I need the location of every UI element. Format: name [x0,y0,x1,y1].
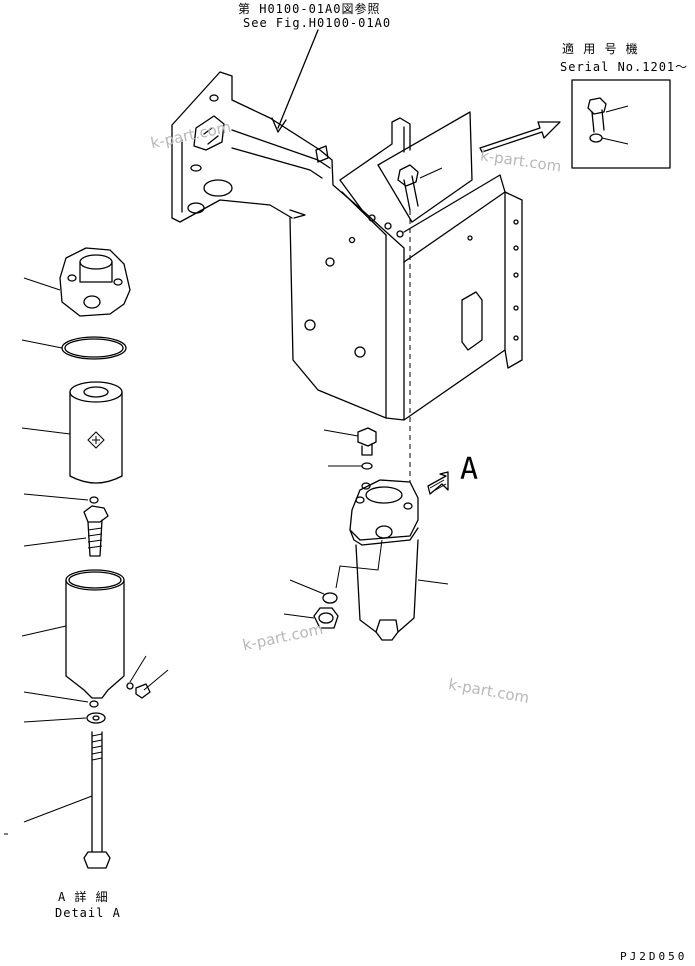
filter-bowl [21,569,125,699]
view-arrow-a [427,471,449,495]
serial-inset-box [571,79,671,169]
bottom-washer [86,712,106,724]
serial-callout-arrow [479,121,561,153]
long-tie-bolt [4,731,111,869]
filter-head [23,247,131,317]
reference-arrow [277,29,319,129]
detail-label-jp: A 詳 細 [58,890,109,904]
washer [322,592,338,604]
filter-element [21,381,123,484]
plug [283,607,339,629]
figure-reference-jp: 第 H0100-01A0図参照 [238,2,381,16]
assembled-filter [335,479,449,641]
figure-reference-en: See Fig.H0100-01A0 [243,16,392,30]
center-bolt [23,505,109,557]
small-seal [89,496,99,504]
serial-title-jp: 適 用 号 機 [562,42,639,56]
serial-number: Serial No.1201〜 [560,60,689,74]
bolt-detail-panel [377,111,473,223]
mounting-bracket [171,71,523,421]
drawing-code: PJ2D050 [620,950,688,963]
drain-fitting [126,655,169,699]
filter-bolt [323,427,377,470]
bottom-seal [89,700,99,708]
o-ring [61,336,127,360]
detail-label-en: Detail A [55,906,121,920]
view-letter: A [460,452,479,487]
